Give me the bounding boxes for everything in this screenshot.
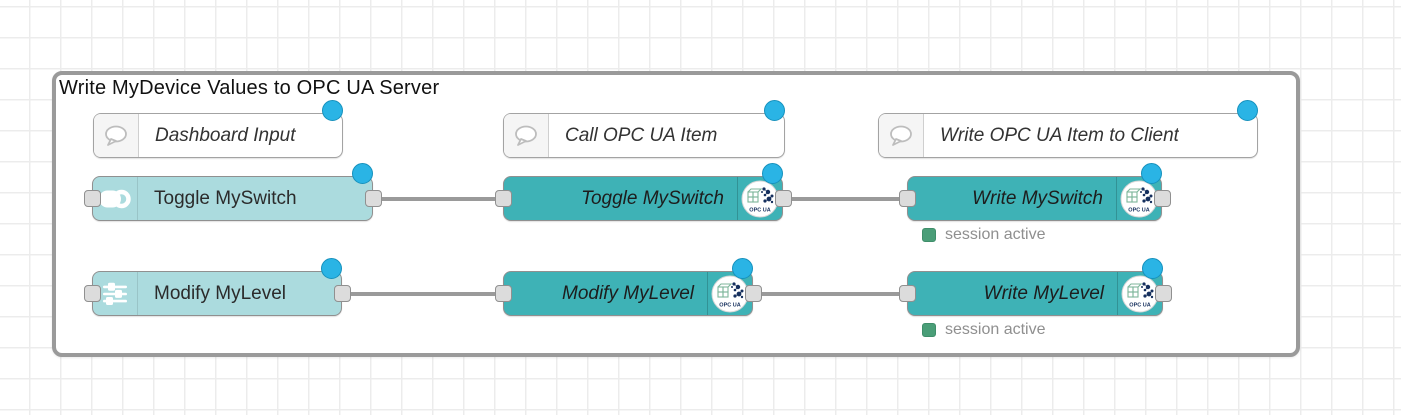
changed-indicator-icon (320, 258, 342, 279)
opcua-badge-text: OPC UA (719, 302, 740, 308)
input-port[interactable] (494, 190, 512, 207)
output-port[interactable] (364, 190, 382, 207)
input-port[interactable] (494, 285, 512, 302)
node-icon-section: OPC UA (707, 272, 752, 315)
node-label: Modify MyLevel (562, 282, 694, 304)
speech-bubble-icon (890, 125, 912, 146)
comment-node-dashboard-input[interactable]: Dashboard Input (93, 113, 343, 158)
wire-call-to-write-level[interactable] (753, 291, 907, 296)
wire-toggle-to-call[interactable] (373, 196, 503, 201)
wire-call-to-write-switch[interactable] (783, 196, 907, 201)
node-dashboard-modify-mylevel[interactable]: Modify MyLevel (92, 271, 342, 316)
output-port[interactable] (333, 285, 351, 302)
changed-indicator-icon (731, 258, 753, 279)
input-port[interactable] (898, 285, 916, 302)
group-title: Write MyDevice Values to OPC UA Server (59, 77, 440, 99)
changed-indicator-icon (321, 100, 343, 121)
status-text: session active (945, 321, 1046, 338)
speech-bubble-icon (515, 125, 537, 146)
node-label: Toggle MySwitch (581, 187, 724, 209)
opcua-logo-icon: OPC UA (711, 275, 749, 312)
node-opcua-call-modify-mylevel[interactable]: Modify MyLevel OPC UA (503, 271, 753, 316)
output-port[interactable] (744, 285, 762, 302)
opcua-badge-text: OPC UA (1129, 302, 1150, 308)
opcua-logo-icon: OPC UA (1121, 275, 1159, 312)
toggle-switch-icon (99, 189, 131, 208)
changed-indicator-icon (351, 163, 373, 184)
node-status: session active (922, 321, 1046, 339)
changed-indicator-icon (1140, 163, 1162, 184)
node-icon-section: OPC UA (1117, 272, 1162, 315)
changed-indicator-icon (1141, 258, 1163, 279)
sliders-icon (103, 282, 127, 305)
output-port[interactable] (774, 190, 792, 207)
node-opcua-write-mylevel[interactable]: Write MyLevel OPC UA (907, 271, 1163, 316)
comment-node-call-opcua-item[interactable]: Call OPC UA Item (503, 113, 785, 158)
comment-icon-section (879, 114, 924, 157)
output-port[interactable] (1153, 190, 1171, 207)
status-text: session active (945, 226, 1046, 243)
node-status: session active (922, 226, 1046, 244)
node-opcua-write-myswitch[interactable]: Write MySwitch OPC UA (907, 176, 1162, 221)
speech-bubble-icon (105, 125, 127, 146)
node-icon-section (93, 177, 138, 220)
node-icon-section: OPC UA (1116, 177, 1161, 220)
opcua-logo-icon: OPC UA (741, 180, 779, 217)
comment-label: Dashboard Input (155, 124, 296, 146)
opcua-logo-icon: OPC UA (1120, 180, 1158, 217)
comment-icon-section (94, 114, 139, 157)
comment-node-write-opcua-item[interactable]: Write OPC UA Item to Client (878, 113, 1258, 158)
node-label: Write MyLevel (983, 282, 1104, 304)
status-ok-icon (922, 323, 936, 337)
changed-indicator-icon (763, 100, 785, 121)
status-ok-icon (922, 228, 936, 242)
wire-modify-to-call[interactable] (342, 291, 503, 296)
node-label: Write MySwitch (972, 187, 1103, 209)
changed-indicator-icon (1236, 100, 1258, 121)
input-port[interactable] (898, 190, 916, 207)
input-port[interactable] (83, 190, 101, 207)
input-port[interactable] (83, 285, 101, 302)
opcua-badge-text: OPC UA (749, 207, 770, 213)
comment-label: Write OPC UA Item to Client (940, 124, 1179, 146)
node-dashboard-toggle-myswitch[interactable]: Toggle MySwitch (92, 176, 373, 221)
node-label: Toggle MySwitch (154, 187, 297, 209)
node-opcua-call-toggle-myswitch[interactable]: Toggle MySwitch OPC UA (503, 176, 783, 221)
node-label: Modify MyLevel (154, 282, 286, 304)
changed-indicator-icon (761, 163, 783, 184)
opcua-badge-text: OPC UA (1128, 207, 1149, 213)
comment-icon-section (504, 114, 549, 157)
output-port[interactable] (1154, 285, 1172, 302)
comment-label: Call OPC UA Item (565, 124, 718, 146)
node-icon-section (93, 272, 138, 315)
